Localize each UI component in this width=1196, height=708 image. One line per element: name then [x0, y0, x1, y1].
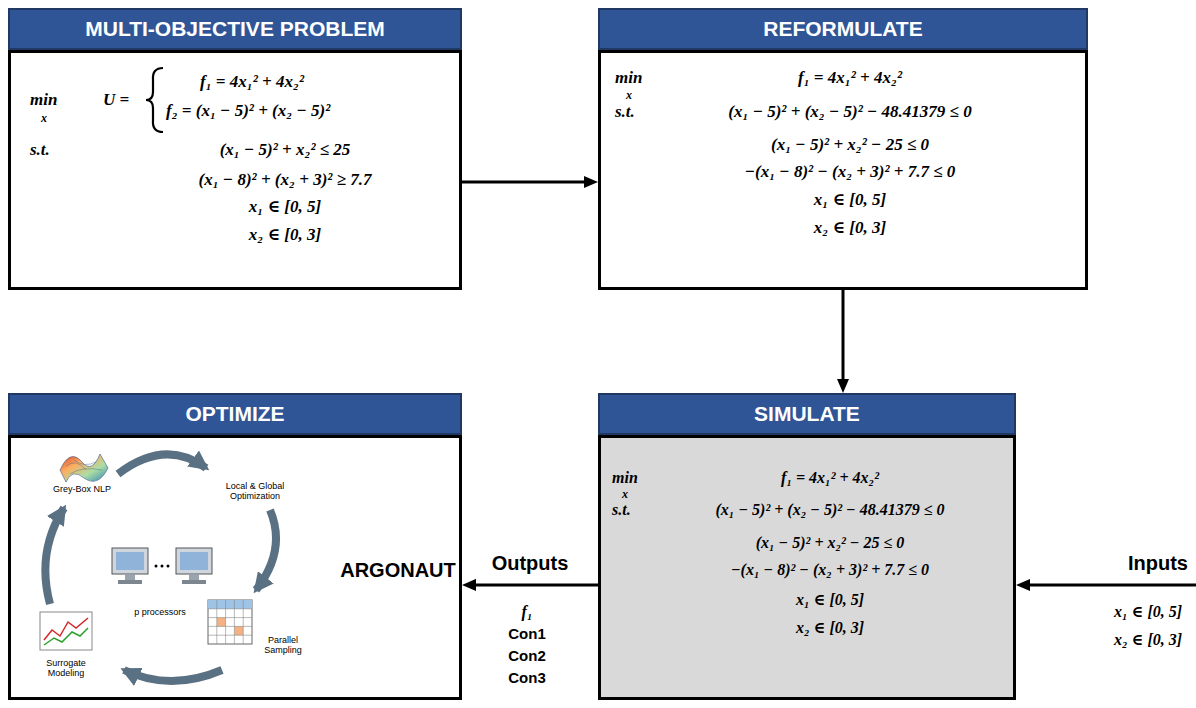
panel-box: SIMULATE minx f₁ = 4x₁² + 4x₂² s.t. (x₁ − 5)… [598, 393, 1016, 700]
input-label: x₂ ∈ [0, 3] [1114, 630, 1182, 649]
grid-cell [217, 618, 226, 627]
chart-line [44, 628, 88, 645]
input-label: x₁ ∈ [0, 5] [1114, 602, 1182, 621]
mesh-line [66, 460, 102, 474]
surface-icon [60, 454, 108, 482]
monitor [112, 548, 148, 574]
panel-heading: SIMULATE [754, 401, 860, 426]
panel-box: MULTI-OBJECTIVE PROBLEM minx U = f₁ = 4x₁² … [8, 8, 462, 290]
panel-text: (x₁ − 8)² + (x₂ + 3)² ≥ 7.7 [199, 170, 372, 190]
panel-text: min [612, 468, 638, 487]
panel-text: s.t. [612, 500, 631, 519]
panel-text: (x₁ − 5)² + (x₂ − 5)² − 48.41379 ≤ 0 [728, 102, 971, 122]
panel-text: x₁ ∈ [0, 5] [249, 197, 321, 217]
panel-text: x₁ ∈ [0, 5] [796, 590, 864, 609]
cycle-arrow [124, 670, 222, 681]
computer-icon [112, 548, 148, 584]
sampling-grid [208, 600, 252, 644]
computer-icon [176, 548, 212, 584]
output-label: Con2 [508, 647, 546, 665]
stand [189, 574, 199, 580]
screen [116, 552, 144, 570]
grid-frame [208, 600, 252, 644]
grid-cell [208, 600, 252, 609]
panel-text: −(x₁ − 8)² − (x₂ + 3)² + 7.7 ≤ 0 [745, 162, 956, 182]
flow-arrow [842, 290, 845, 381]
curly-brace [146, 68, 163, 132]
panel-text: x₂ ∈ [0, 3] [796, 618, 864, 637]
panel-text: Surrogate Modeling [39, 658, 94, 679]
flow-arrow [474, 583, 598, 586]
stand [125, 574, 135, 580]
panel-text: p processors [134, 607, 186, 617]
panel-text: (x₁ − 5)² + x₂² ≤ 25 [220, 140, 351, 160]
grid-cell [234, 626, 243, 635]
flow-arrow [462, 180, 586, 183]
panel-text: f₁ = 4x₁² + 4x₂² [781, 468, 879, 487]
panel-text: f₂ = (x₁ − 5)² + (x₂ − 5)² [166, 101, 330, 121]
panel-text: min [30, 90, 57, 110]
base [182, 580, 206, 584]
cycle-arrow [256, 510, 276, 590]
panel-text: min [615, 68, 642, 88]
panel-text: U = [103, 90, 129, 110]
chart-frame [40, 612, 92, 650]
edge-label: Outputs [492, 551, 569, 575]
panel-text: ARGONAUT [340, 558, 456, 582]
monitor [176, 548, 212, 574]
base [118, 580, 142, 584]
panel-text: x₂ ∈ [0, 3] [814, 218, 886, 238]
surface-mesh [60, 454, 108, 482]
panel-text: x₁ ∈ [0, 5] [814, 190, 886, 210]
cycle-arrow [118, 454, 206, 474]
panel-heading: REFORMULATE [763, 16, 922, 41]
panel-text: f₁ = 4x₁² + 4x₂² [798, 68, 902, 88]
ellipsis-dot [155, 565, 158, 568]
panel-text: x [622, 487, 628, 501]
panel-box: REFORMULATE minx f₁ = 4x₁² + 4x₂² s.t. (x₁ −… [598, 8, 1088, 290]
panel-heading: MULTI-OBJECTIVE PROBLEM [85, 16, 384, 41]
cycle-arrow [45, 508, 64, 604]
screen [180, 552, 208, 570]
panel-text: Parallel Sampling [258, 635, 308, 656]
panel-text: s.t. [30, 140, 50, 160]
chart-line [44, 618, 88, 640]
output-label: f₁ [522, 602, 533, 621]
input-arrow [1028, 584, 1196, 587]
grid-line [208, 600, 252, 644]
panel-text: x [41, 111, 47, 125]
panel-heading: OPTIMIZE [185, 401, 284, 426]
panel-text: f₁ = 4x₁² + 4x₂² [200, 72, 304, 92]
output-label: Con3 [508, 669, 546, 687]
panel-text: Grey-Box NLP [53, 484, 111, 494]
input-label: Inputs [1128, 551, 1188, 575]
panel-box: OPTIMIZE Grey-Box NLP Local & Global Optim… [8, 393, 462, 700]
ellipsis-dot [167, 565, 170, 568]
panel-text: Local & Global Optimization [215, 481, 295, 502]
panel-text: (x₁ − 5)² + x₂² − 25 ≤ 0 [771, 135, 929, 155]
panel-text: −(x₁ − 8)² − (x₂ + 3)² + 7.7 ≤ 0 [731, 560, 929, 579]
panel-text: (x₁ − 5)² + (x₂ − 5)² − 48.41379 ≤ 0 [715, 500, 944, 519]
output-label: Con1 [508, 625, 546, 643]
ellipsis-dot [161, 565, 164, 568]
panel-text: (x₁ − 5)² + x₂² − 25 ≤ 0 [756, 533, 905, 552]
surrogate-chart [40, 612, 92, 650]
panel-text: x₂ ∈ [0, 3] [249, 225, 321, 245]
panel-text: s.t. [615, 102, 635, 122]
panel-text: x [626, 88, 632, 102]
